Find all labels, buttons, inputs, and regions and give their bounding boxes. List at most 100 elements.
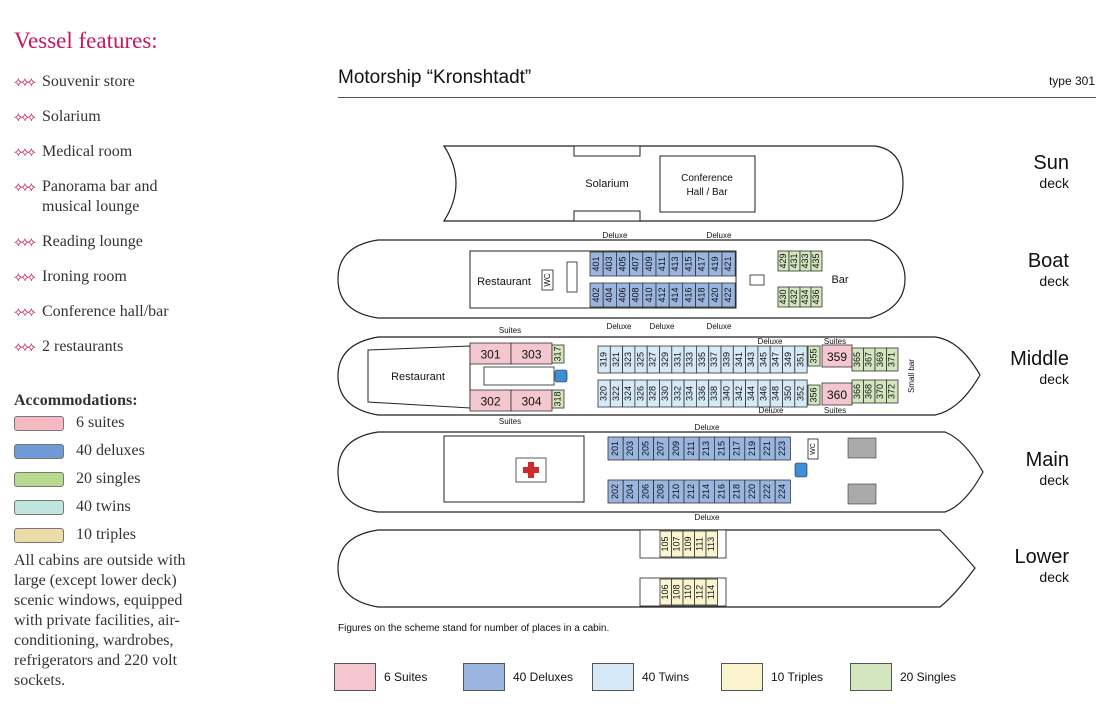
cabin-number: 112: [695, 585, 705, 599]
wc-label: WC: [810, 443, 817, 455]
cabin-number: 207: [656, 441, 666, 456]
legend-swatch: [721, 663, 763, 691]
legend-item: 10 Triples: [721, 663, 823, 691]
hall-bar-label: Hall / Bar: [686, 187, 728, 198]
cabin-number: 413: [670, 256, 680, 271]
cabin-number: 406: [617, 287, 627, 302]
cabin-number: 113: [706, 537, 716, 551]
cabin-number: 223: [777, 441, 787, 456]
cabin-number: 110: [683, 585, 693, 599]
legend-swatch: [463, 663, 505, 691]
cabin-number: 215: [716, 441, 726, 456]
cabin-number: 346: [758, 386, 768, 401]
cabin-number: 212: [686, 484, 696, 499]
accommodation-label: 40 deluxes: [76, 442, 145, 459]
cabin-number: 419: [710, 256, 720, 271]
cabin-number: 111: [695, 537, 705, 551]
cabin-rect: [774, 479, 791, 504]
cabin-number: 401: [591, 256, 601, 271]
cabin-number: 331: [672, 352, 682, 367]
cabin-rect: [551, 389, 565, 409]
legend-item: 40 Deluxes: [463, 663, 573, 691]
legend-label: 6 Suites: [384, 670, 428, 684]
cabin-number: 415: [683, 256, 693, 271]
bar-label: Bar: [831, 274, 848, 286]
cabin-number: 329: [660, 352, 670, 367]
crew-cabins: [847, 437, 877, 459]
cabin-number: 356: [808, 387, 818, 402]
cabin-number: 337: [709, 352, 719, 367]
cabin-number: 218: [732, 484, 742, 499]
cabin-number: 345: [758, 352, 768, 367]
deluxe-label: Deluxe: [603, 231, 628, 240]
feature-item: ⟡⟡⟡Panorama bar and musical lounge: [14, 177, 192, 217]
deluxe-label: Deluxe: [707, 231, 732, 240]
cabin-rect: [886, 379, 899, 404]
cabin-number: 408: [631, 287, 641, 302]
legend-label: 40 Twins: [642, 670, 690, 684]
legend-label: 20 Singles: [900, 670, 957, 684]
feature-label: Panorama bar and musical lounge: [42, 178, 158, 215]
cabin-number: 106: [660, 584, 670, 599]
suite-cabin-number: 304: [521, 395, 541, 409]
deck-name: Main: [1025, 449, 1069, 471]
cabin-number: 405: [617, 256, 627, 271]
cabin-number: 342: [734, 386, 744, 401]
solarium-label: Solarium: [585, 178, 628, 190]
flourish-icon: ⟡⟡⟡: [14, 234, 36, 249]
cabin-number: 430: [778, 289, 788, 304]
cabin-number: 338: [709, 386, 719, 401]
cabin-number: 224: [777, 484, 787, 499]
cabin-number: 367: [864, 352, 874, 367]
stair: [566, 261, 578, 293]
cabin-number: 206: [640, 484, 650, 499]
info-icon: [794, 462, 808, 478]
cabin-number: 208: [656, 484, 666, 499]
cabin-number: 412: [657, 287, 667, 302]
legend-item: 20 Singles: [850, 663, 956, 691]
cabin-number: 108: [672, 584, 682, 599]
legend-label: 40 Deluxes: [513, 670, 574, 684]
wc-box: [541, 269, 554, 291]
suite-cabin-number: 360: [827, 388, 847, 402]
cabin-number: 203: [625, 441, 635, 456]
cabin-number: 202: [610, 484, 620, 499]
cabin-rect: [721, 282, 736, 308]
deck-name: Lower: [1014, 546, 1069, 568]
cabin-number: 366: [852, 384, 862, 399]
cabin-number: 347: [771, 352, 781, 367]
feature-item: ⟡⟡⟡Souvenir store: [14, 72, 192, 92]
feature-label: Souvenir store: [42, 73, 135, 90]
deck-sub: deck: [1039, 569, 1069, 585]
cabin-number: 418: [697, 287, 707, 302]
cabin-number: 365: [852, 352, 862, 367]
cabin-number: 216: [716, 484, 726, 499]
accommodation-item: 6 suites: [14, 414, 124, 432]
conference-hall: [659, 155, 756, 213]
legend-label: 10 Triples: [771, 670, 824, 684]
cabin-number: 416: [683, 287, 693, 302]
cabin-number: 105: [660, 536, 670, 551]
feature-item: ⟡⟡⟡Solarium: [14, 107, 192, 127]
cabin-rect: [807, 384, 821, 406]
cabin-number: 334: [685, 386, 695, 401]
feature-item: ⟡⟡⟡Medical room: [14, 142, 192, 162]
cabin-number: 107: [672, 536, 682, 551]
cabin-number: 420: [710, 287, 720, 302]
deluxe-label: Deluxe: [695, 423, 720, 432]
cabin-number: 407: [631, 256, 641, 271]
cabin-number: 417: [697, 256, 707, 271]
legend-swatch: [334, 663, 376, 691]
feature-label: Solarium: [42, 108, 101, 125]
suite-cabin-number: 359: [827, 350, 847, 364]
cabin-number: 219: [747, 441, 757, 456]
cabin-number: 372: [887, 384, 897, 399]
cabin-number: 434: [800, 289, 810, 304]
ship-title: Motorship “Kronshtadt”: [338, 67, 532, 88]
vessel-features-title: Vessel features:: [14, 28, 158, 53]
feature-label: Conference hall/bar: [42, 303, 169, 320]
cabin-number: 402: [591, 287, 601, 302]
